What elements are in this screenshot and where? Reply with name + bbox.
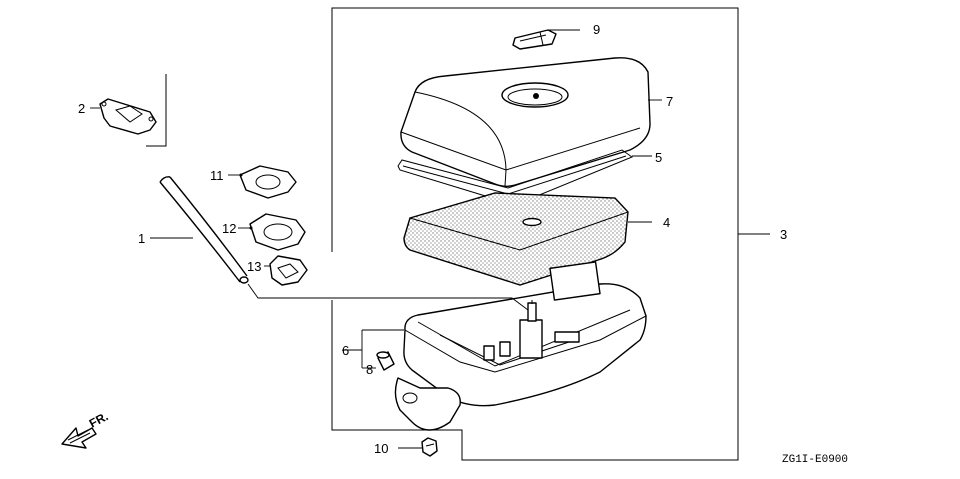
part-13-insulator	[264, 255, 308, 286]
diagram-code: ZG1I-E0900	[782, 454, 848, 466]
label-7: 7	[666, 94, 673, 109]
callout-labels: 1 2 3 4 5 6 7 8 9 10 11 12 13 FR. ZG1I-E…	[78, 22, 848, 466]
label-9: 9	[593, 22, 600, 37]
part-2-plate	[90, 74, 167, 147]
part-7-cover	[400, 57, 662, 187]
label-3: 3	[780, 227, 787, 242]
label-4: 4	[663, 215, 670, 230]
label-5: 5	[655, 150, 662, 165]
label-13: 13	[247, 259, 261, 274]
label-8: 8	[366, 362, 373, 377]
label-12: 12	[222, 221, 236, 236]
assembly-bracket	[331, 7, 770, 461]
label-6: 6	[342, 343, 349, 358]
part-1-tube	[150, 176, 529, 311]
label-11: 11	[210, 168, 224, 183]
label-10: 10	[374, 441, 388, 456]
part-12-gasket	[238, 213, 306, 251]
label-1: 1	[138, 231, 145, 246]
direction-label: FR.	[87, 409, 111, 430]
part-11-gasket	[228, 165, 297, 199]
part-4-filter	[403, 192, 652, 286]
part-10-nut	[398, 437, 438, 457]
part-9-clip	[512, 29, 580, 50]
front-direction-arrow	[61, 427, 97, 449]
label-2: 2	[78, 101, 85, 116]
air-cleaner-base	[342, 261, 647, 431]
